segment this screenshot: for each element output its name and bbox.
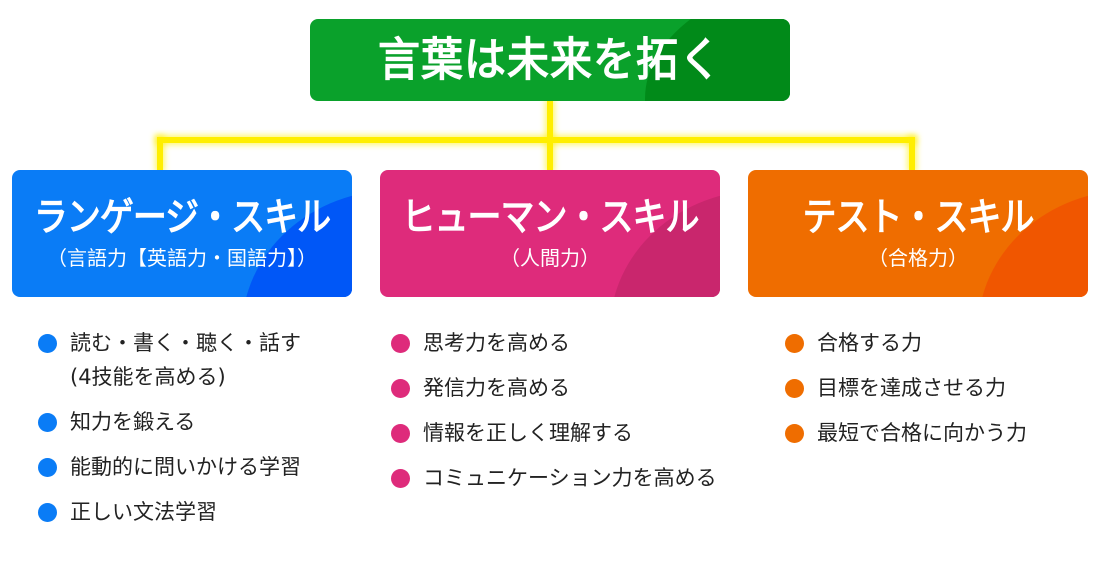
item-text: 合格する力 xyxy=(817,331,922,355)
bullet-icon xyxy=(38,334,57,353)
list-item: 情報を正しく理解する xyxy=(391,416,717,450)
list-item: コミュニケーション力を高める xyxy=(391,461,717,495)
bullet-icon xyxy=(391,424,410,443)
root-title: 言葉は未来を拓く xyxy=(377,32,722,87)
node-title: ヒューマン・スキル xyxy=(401,195,700,241)
bullet-icon xyxy=(38,458,57,477)
item-text: 最短で合格に向かう力 xyxy=(817,421,1027,445)
connector-line xyxy=(157,137,915,143)
human-skill-node: ヒューマン・スキル （人間力） xyxy=(380,170,720,297)
test-skill-list: 合格する力 目標を達成させる力 最短で合格に向かう力 xyxy=(785,326,1027,461)
bullet-icon xyxy=(785,379,804,398)
list-item: 知力を鍛える xyxy=(38,405,301,439)
bullet-icon xyxy=(785,424,804,443)
list-item: 能動的に問いかける学習 xyxy=(38,450,301,484)
list-item-continuation: (4技能を高める) xyxy=(38,360,301,394)
node-title: ランゲージ・スキル xyxy=(33,195,331,241)
test-skill-node: テスト・スキル （合格力） xyxy=(748,170,1088,297)
item-text: 発信力を高める xyxy=(423,376,570,400)
list-item: 読む・書く・聴く・話す xyxy=(38,326,301,360)
item-text: (4技能を高める) xyxy=(70,365,226,389)
item-text: コミュニケーション力を高める xyxy=(423,466,717,490)
item-text: 思考力を高める xyxy=(423,331,570,355)
node-subtitle: （合格力） xyxy=(868,246,968,270)
connector-line xyxy=(547,101,553,170)
bullet-icon xyxy=(391,469,410,488)
connector-line xyxy=(157,137,163,170)
list-item: 発信力を高める xyxy=(391,371,717,405)
human-skill-list: 思考力を高める 発信力を高める 情報を正しく理解する コミュニケーション力を高め… xyxy=(391,326,717,506)
bullet-icon xyxy=(391,334,410,353)
node-subtitle: （人間力） xyxy=(500,246,600,270)
item-text: 読む・書く・聴く・話す xyxy=(70,331,301,355)
language-skill-node: ランゲージ・スキル （言語力【英語力・国語力】） xyxy=(12,170,352,297)
node-title: テスト・スキル xyxy=(802,195,1035,241)
node-subtitle: （言語力【英語力・国語力】） xyxy=(47,246,317,270)
item-text: 知力を鍛える xyxy=(70,410,196,434)
bullet-icon xyxy=(38,503,57,522)
item-text: 情報を正しく理解する xyxy=(423,421,633,445)
item-text: 能動的に問いかける学習 xyxy=(70,455,301,479)
item-text: 目標を達成させる力 xyxy=(817,376,1006,400)
root-node: 言葉は未来を拓く xyxy=(310,19,790,101)
bullet-icon xyxy=(391,379,410,398)
bullet-icon xyxy=(785,334,804,353)
connector-line xyxy=(909,137,915,170)
item-text: 正しい文法学習 xyxy=(70,500,217,524)
language-skill-list: 読む・書く・聴く・話す (4技能を高める) 知力を鍛える 能動的に問いかける学習… xyxy=(38,326,301,540)
list-item: 合格する力 xyxy=(785,326,1027,360)
list-item: 目標を達成させる力 xyxy=(785,371,1027,405)
list-item: 正しい文法学習 xyxy=(38,495,301,529)
bullet-icon xyxy=(38,413,57,432)
list-item: 思考力を高める xyxy=(391,326,717,360)
list-item: 最短で合格に向かう力 xyxy=(785,416,1027,450)
